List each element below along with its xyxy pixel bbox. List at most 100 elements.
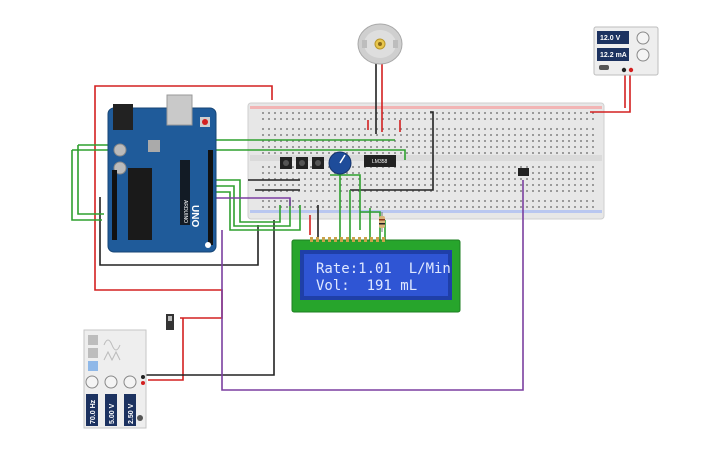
breadboard-hole xyxy=(592,166,594,168)
breadboard-hole xyxy=(532,152,534,154)
fg-amplitude-knob[interactable] xyxy=(104,375,118,389)
breadboard-hole xyxy=(316,134,318,136)
breadboard-hole xyxy=(334,118,336,120)
breadboard-hole xyxy=(382,190,384,192)
wire-green-6 xyxy=(214,185,291,227)
breadboard-hole xyxy=(574,140,576,142)
breadboard-hole xyxy=(568,152,570,154)
dc-motor[interactable] xyxy=(357,23,403,65)
breadboard-hole xyxy=(382,172,384,174)
breadboard-hole xyxy=(544,118,546,120)
fg-sine-wave-button[interactable] xyxy=(88,361,98,371)
breadboard-hole xyxy=(388,152,390,154)
breadboard-hole xyxy=(322,206,324,208)
breadboard-hole xyxy=(496,128,498,130)
breadboard-hole xyxy=(280,118,282,120)
psu-terminal-positive[interactable] xyxy=(628,67,634,73)
breadboard-hole xyxy=(586,206,588,208)
breadboard-hole xyxy=(346,146,348,148)
ic-chip[interactable]: LM358 xyxy=(364,155,396,167)
breadboard-hole xyxy=(340,200,342,202)
breadboard-hole xyxy=(268,190,270,192)
breadboard-hole xyxy=(580,112,582,114)
resistor[interactable] xyxy=(379,212,385,232)
fg-power-switch[interactable] xyxy=(137,415,143,421)
wire-purple-1 xyxy=(214,197,291,206)
breadboard-hole xyxy=(460,172,462,174)
breadboard[interactable] xyxy=(247,102,605,220)
pushbutton-1[interactable] xyxy=(280,157,292,169)
function-generator[interactable]: 70.0 Hz 5.00 V 2.50 V xyxy=(83,329,147,429)
fg-square-wave-button[interactable] xyxy=(88,335,98,345)
breadboard-hole xyxy=(280,128,282,130)
breadboard-hole xyxy=(520,112,522,114)
psu-terminal-negative[interactable] xyxy=(621,67,627,73)
breadboard-hole xyxy=(412,118,414,120)
breadboard-hole xyxy=(418,140,420,142)
breadboard-hole xyxy=(376,206,378,208)
breadboard-hole xyxy=(484,128,486,130)
breadboard-hole xyxy=(586,178,588,180)
breadboard-hole xyxy=(514,190,516,192)
fg-output-terminal-positive[interactable] xyxy=(141,381,145,385)
breadboard-hole xyxy=(532,200,534,202)
pushbutton-2[interactable] xyxy=(296,157,308,169)
breadboard-hole xyxy=(292,152,294,154)
breadboard-hole xyxy=(556,152,558,154)
psu-voltage-knob[interactable] xyxy=(636,31,650,45)
breadboard-hole xyxy=(322,140,324,142)
breadboard-hole xyxy=(310,128,312,130)
breadboard-hole xyxy=(592,118,594,120)
breadboard-hole xyxy=(574,184,576,186)
breadboard-hole xyxy=(454,200,456,202)
breadboard-hole xyxy=(400,184,402,186)
slide-switch[interactable] xyxy=(166,314,174,330)
breadboard-hole xyxy=(424,178,426,180)
breadboard-hole xyxy=(442,118,444,120)
breadboard-hole xyxy=(304,112,306,114)
breadboard-hole xyxy=(544,200,546,202)
breadboard-hole xyxy=(580,134,582,136)
breadboard-hole xyxy=(268,112,270,114)
breadboard-hole xyxy=(346,206,348,208)
breadboard-hole xyxy=(424,128,426,130)
breadboard-hole xyxy=(352,200,354,202)
breadboard-hole xyxy=(508,118,510,120)
breadboard-hole xyxy=(514,134,516,136)
psu-current-knob[interactable] xyxy=(636,48,650,62)
power-supply[interactable]: 12.0 V 12.2 mA xyxy=(593,26,659,76)
transistor[interactable] xyxy=(518,168,529,176)
breadboard-hole xyxy=(568,178,570,180)
breadboard-hole xyxy=(304,140,306,142)
breadboard-hole xyxy=(514,200,516,202)
breadboard-hole xyxy=(586,166,588,168)
breadboard-hole xyxy=(388,172,390,174)
breadboard-hole xyxy=(514,118,516,120)
breadboard-hole xyxy=(418,134,420,136)
breadboard-hole xyxy=(544,184,546,186)
breadboard-hole xyxy=(550,200,552,202)
breadboard-hole xyxy=(472,206,474,208)
breadboard-hole xyxy=(436,152,438,154)
breadboard-hole xyxy=(490,112,492,114)
breadboard-hole xyxy=(586,118,588,120)
wire-black-right xyxy=(350,111,434,191)
breadboard-hole xyxy=(520,184,522,186)
breadboard-hole xyxy=(490,166,492,168)
breadboard-hole xyxy=(436,190,438,192)
arduino-uno[interactable]: ARDUINO UNO xyxy=(107,94,217,253)
potentiometer[interactable] xyxy=(328,151,352,175)
fg-triangle-wave-button[interactable] xyxy=(88,348,98,358)
breadboard-hole xyxy=(466,146,468,148)
fg-output-terminal[interactable] xyxy=(141,375,145,379)
fg-offset-knob[interactable] xyxy=(123,375,137,389)
breadboard-hole xyxy=(280,140,282,142)
breadboard-hole xyxy=(346,200,348,202)
psu-power-switch[interactable] xyxy=(599,65,609,70)
pushbutton-3[interactable] xyxy=(312,157,324,169)
fg-frequency-knob[interactable] xyxy=(85,375,99,389)
breadboard-hole xyxy=(430,152,432,154)
breadboard-hole xyxy=(340,128,342,130)
breadboard-holes xyxy=(262,112,594,208)
